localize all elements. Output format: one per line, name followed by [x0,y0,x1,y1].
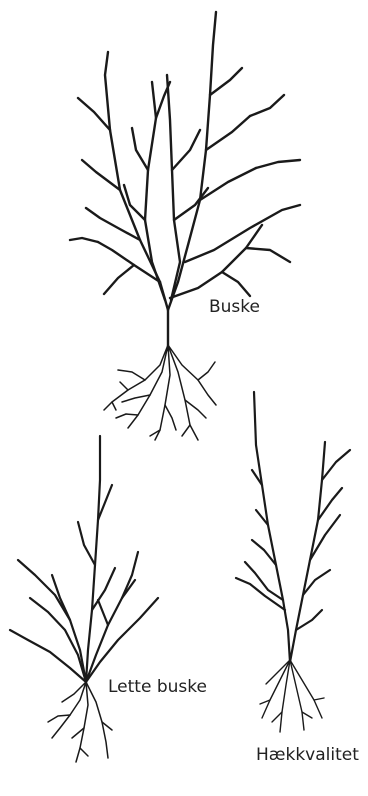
lette-buske-branches [10,436,158,682]
lette-buske-roots [48,682,112,762]
buske-branches [70,12,300,350]
label-haekkvalitet: Hækkvalitet [256,747,359,764]
haekkvalitet-roots [260,660,324,732]
label-buske: Buske [209,299,260,316]
haekkvalitet-bush-drawing [236,392,350,732]
label-lette-buske: Lette buske [108,679,207,696]
haekkvalitet-branches [236,392,350,662]
lette-buske-bush-drawing [10,436,158,762]
buske-roots [104,345,216,440]
buske-bush-drawing [70,12,300,440]
